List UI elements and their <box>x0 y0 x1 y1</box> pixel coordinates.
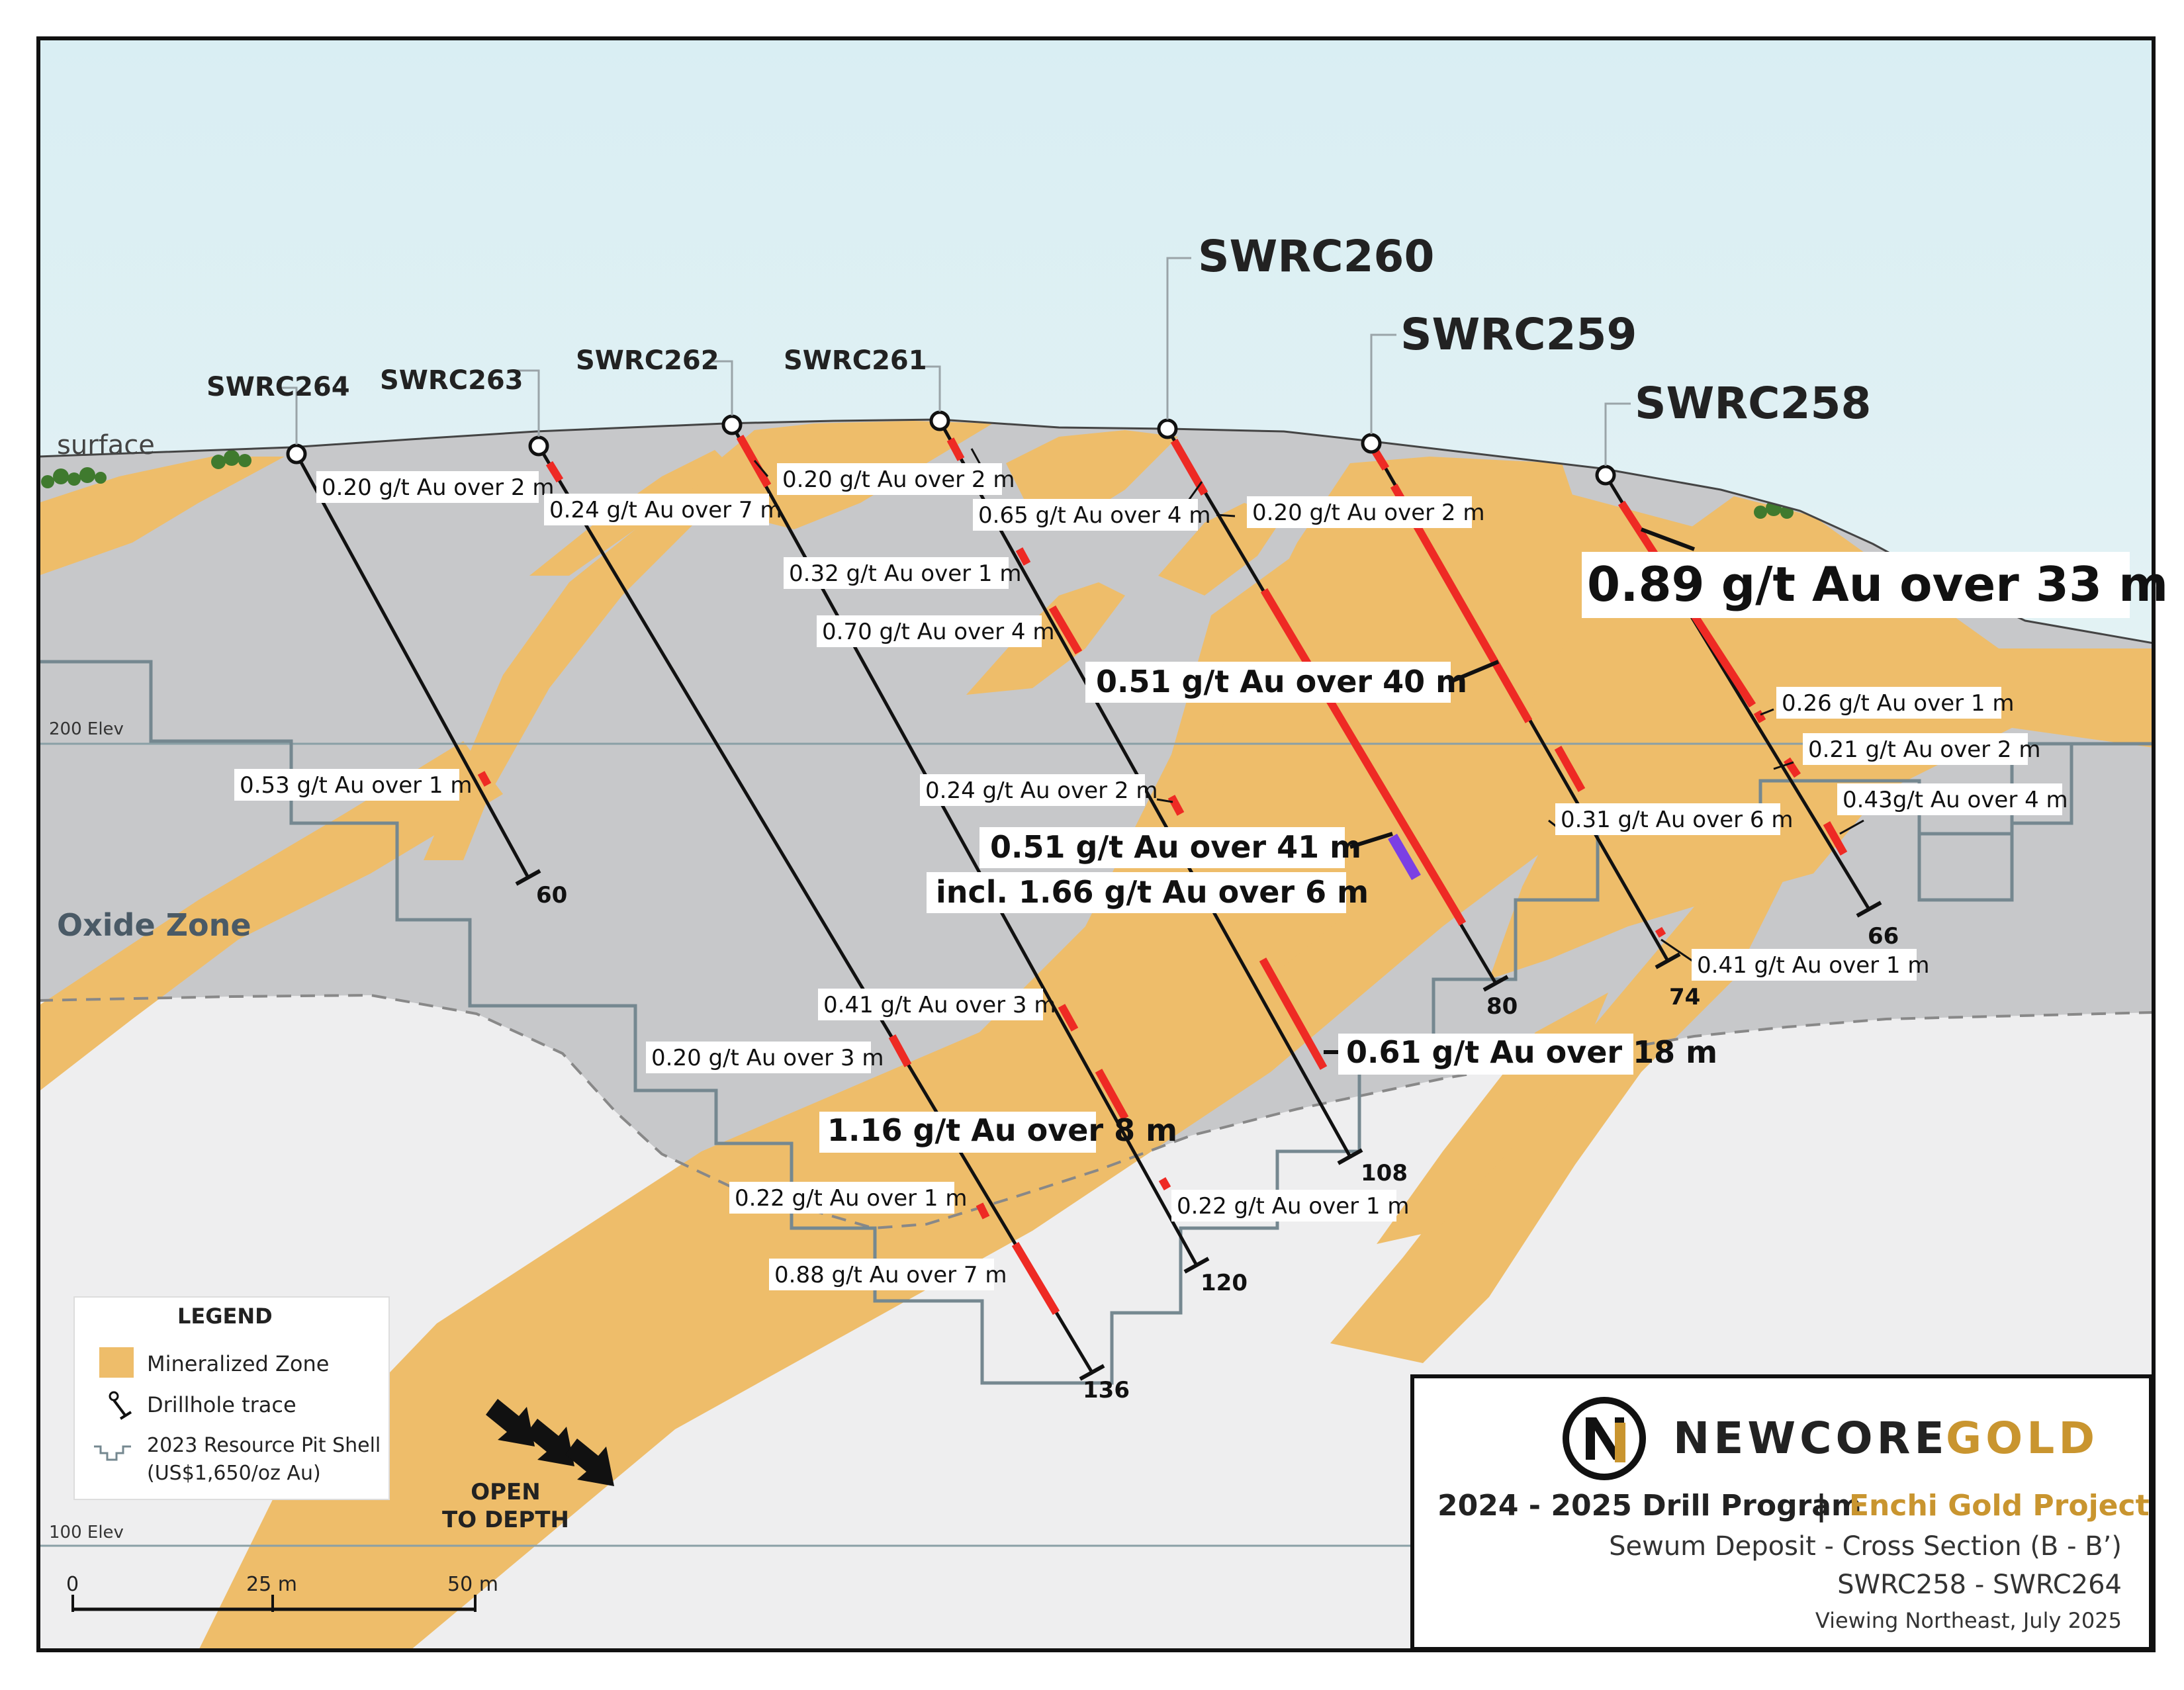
intercept-label: 0.20 g/t Au over 3 m <box>651 1045 884 1071</box>
hole-name-swrc264: SWRC264 <box>206 372 350 402</box>
program-title: 2024 - 2025 Drill Program <box>1437 1489 1862 1523</box>
viewing-date: Viewing Northeast, July 2025 <box>1815 1608 2122 1633</box>
collars <box>286 410 1616 486</box>
intercept-label: 0.22 g/t Au over 1 m <box>735 1185 968 1212</box>
surface-line <box>38 418 2154 645</box>
title-separator: | <box>1816 1489 1827 1523</box>
scale-bar: 0 25 m 50 m <box>66 1573 498 1612</box>
intercept-label: 0.24 g/t Au over 7 m <box>549 497 782 523</box>
intercept-label-key: 1.16 g/t Au over 8 m <box>827 1112 1177 1148</box>
scale-0: 0 <box>66 1573 79 1596</box>
legend-pit-shell-icon <box>94 1445 131 1461</box>
intercept-label: 0.20 g/t Au over 2 m <box>322 474 555 501</box>
depth-swrc261: 108 <box>1361 1160 1408 1186</box>
project-title: Enchi Gold Project <box>1849 1489 2150 1523</box>
intercept-label: 0.31 g/t Au over 6 m <box>1561 807 1794 833</box>
legend-mineralized-label: Mineralized Zone <box>147 1351 329 1376</box>
depth-swrc259: 74 <box>1669 984 1700 1010</box>
open-label-1: OPEN <box>471 1479 541 1505</box>
intercept-label: 0.20 g/t Au over 2 m <box>782 467 1015 493</box>
intercept-label-key: 0.51 g/t Au over 41 m <box>990 829 1361 865</box>
section-title: Sewum Deposit - Cross Section (B - B’) <box>1609 1531 2122 1562</box>
scale-50: 50 m <box>447 1573 498 1596</box>
brand-gold: GOLD <box>1946 1413 2099 1464</box>
intercept-label: 0.88 g/t Au over 7 m <box>774 1262 1007 1288</box>
elev-100-label: 100 Elev <box>49 1523 124 1542</box>
holes-range: SWRC258 - SWRC264 <box>1837 1570 2122 1600</box>
depth-swrc264: 60 <box>536 882 567 909</box>
intercept-label: 0.70 g/t Au over 4 m <box>822 619 1055 645</box>
hole-name-swrc262: SWRC262 <box>576 345 719 376</box>
intercept-label: 0.24 g/t Au over 2 m <box>925 778 1158 804</box>
newcore-logo-icon <box>1563 1397 1646 1480</box>
high-grade-segment <box>1388 833 1421 881</box>
name-leaders <box>277 257 1631 466</box>
intercept-label: 0.20 g/t Au over 2 m <box>1252 500 1485 526</box>
intercept-label: 0.22 g/t Au over 1 m <box>1177 1193 1410 1220</box>
title-block: NEWCORE GOLD 2024 - 2025 Drill Program |… <box>1410 1374 2153 1651</box>
legend-pit-shell-sub: (US$1,650/oz Au) <box>147 1462 321 1485</box>
frame-border <box>36 36 2156 1652</box>
intercept-label-headline: 0.89 g/t Au over 33 m <box>1587 556 2168 612</box>
open-label-2: TO DEPTH <box>442 1507 569 1533</box>
oxide-boundary <box>38 993 2154 1230</box>
intercept-label: 0.53 g/t Au over 1 m <box>240 772 473 799</box>
surface-label: surface <box>57 430 155 461</box>
intercept-label: 0.65 g/t Au over 4 m <box>978 502 1211 529</box>
drill-end-ticks <box>515 869 1882 1381</box>
oxide-zone-label: Oxide Zone <box>57 907 251 943</box>
depth-swrc262: 120 <box>1201 1270 1248 1296</box>
depth-swrc263: 136 <box>1083 1377 1130 1403</box>
scale-25: 25 m <box>246 1573 297 1596</box>
elev-200-label: 200 Elev <box>49 719 124 739</box>
intercept-label-key: 0.51 g/t Au over 40 m <box>1096 664 1467 699</box>
hole-name-swrc259: SWRC259 <box>1400 309 1637 360</box>
hole-name-swrc263: SWRC263 <box>380 365 523 396</box>
hole-name-swrc258: SWRC258 <box>1635 378 1871 429</box>
hole-name-swrc261: SWRC261 <box>784 345 927 376</box>
intercept-label: 0.21 g/t Au over 2 m <box>1808 736 2041 763</box>
depth-swrc258: 66 <box>1868 923 1899 950</box>
depth-swrc260: 80 <box>1486 993 1518 1020</box>
intercept-label: 0.43g/t Au over 4 m <box>1843 787 2068 813</box>
legend-pit-shell-label: 2023 Resource Pit Shell <box>147 1434 381 1457</box>
legend-drillhole-label: Drillhole trace <box>147 1392 296 1417</box>
legend-mineralized-swatch <box>99 1347 134 1378</box>
legend: LEGEND Mineralized Zone Drillhole trace … <box>73 1296 390 1500</box>
open-to-depth-arrows <box>486 1399 614 1486</box>
intercept-label: 0.32 g/t Au over 1 m <box>789 560 1022 587</box>
intercept-label: 0.41 g/t Au over 1 m <box>1697 952 1930 979</box>
key-intercept-labels: 1.16 g/t Au over 8 m 0.51 g/t Au over 41… <box>819 552 2168 1153</box>
intercept-label-key: incl. 1.66 g/t Au over 6 m <box>936 874 1369 910</box>
hole-name-swrc260: SWRC260 <box>1198 231 1434 282</box>
brand-newcore: NEWCORE <box>1673 1413 1948 1464</box>
intercept-label: 0.26 g/t Au over 1 m <box>1782 690 2015 717</box>
vegetation <box>41 450 1794 519</box>
intercept-labels: 0.20 g/t Au over 2 m 0.53 g/t Au over 1 … <box>234 463 2068 1290</box>
legend-title: LEGEND <box>177 1304 273 1329</box>
legend-drillhole-icon <box>109 1391 132 1420</box>
intercept-label-key: 0.61 g/t Au over 18 m <box>1346 1034 1717 1070</box>
intercept-label: 0.41 g/t Au over 3 m <box>823 992 1056 1018</box>
